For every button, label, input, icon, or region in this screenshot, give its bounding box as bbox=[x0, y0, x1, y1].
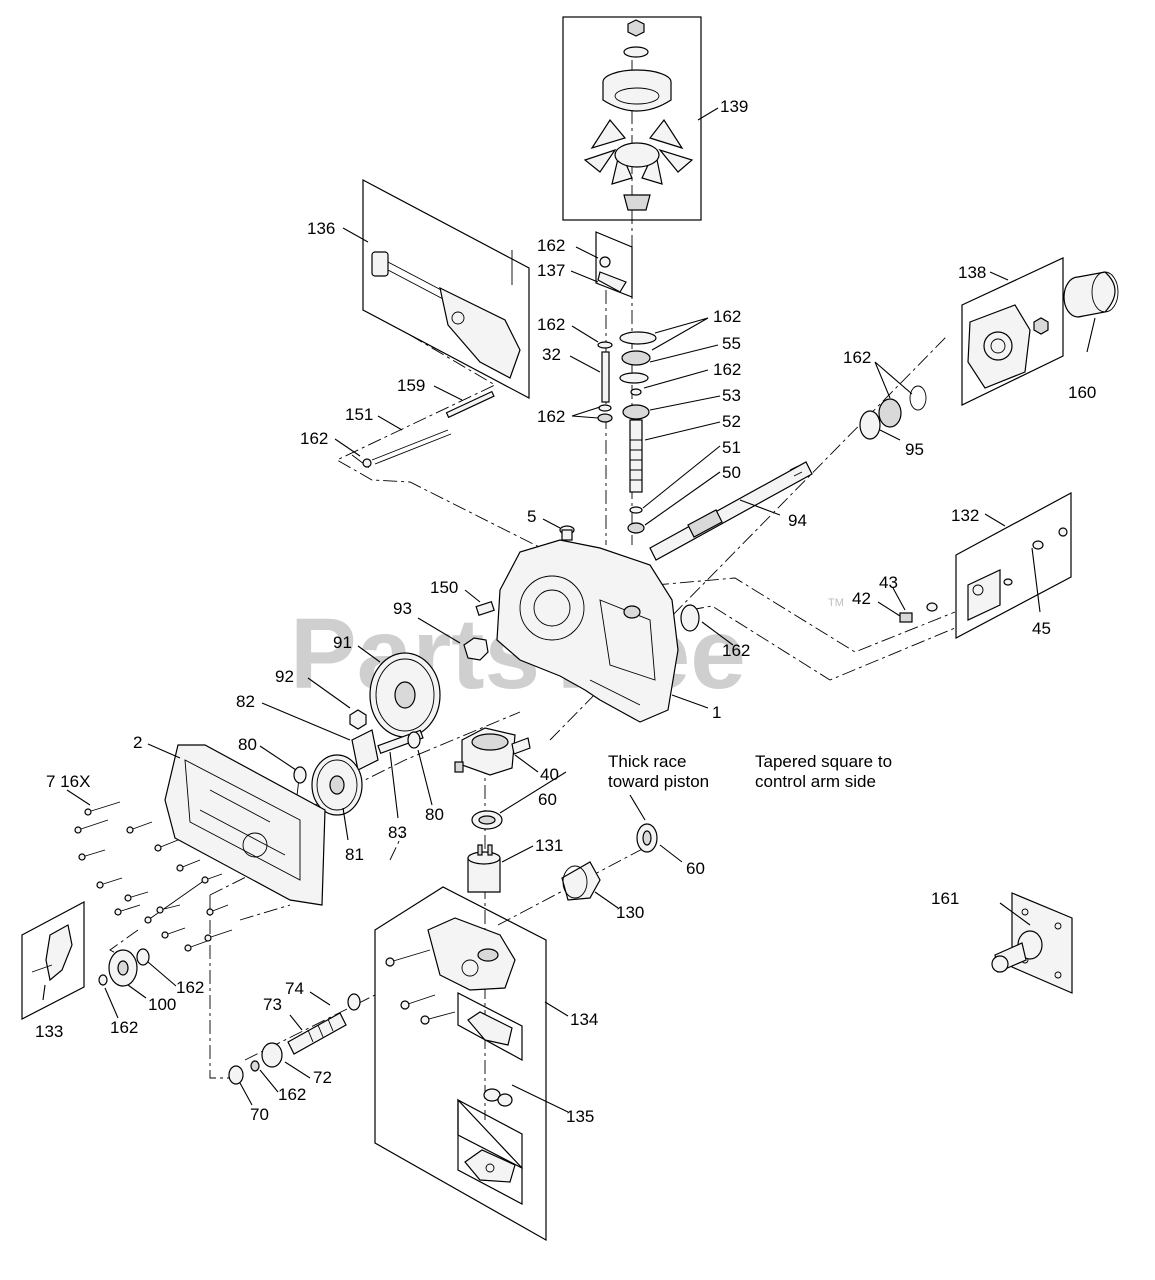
inset-box-133 bbox=[21, 901, 85, 1020]
callout-161: 161 bbox=[931, 889, 959, 908]
note-thick-race-line2: toward piston bbox=[608, 772, 709, 791]
callout-162: 162 bbox=[537, 236, 565, 255]
callout-162: 162 bbox=[278, 1085, 306, 1104]
bolts-16x bbox=[74, 801, 233, 952]
callout-52: 52 bbox=[722, 412, 741, 431]
callout-134: 134 bbox=[570, 1010, 598, 1029]
callout-139: 139 bbox=[720, 97, 748, 116]
note-tapered-line1: Tapered square to bbox=[755, 752, 892, 771]
inset-box-138 bbox=[961, 257, 1064, 406]
brake-arm bbox=[31, 924, 73, 982]
clip-part bbox=[597, 256, 627, 293]
callout-160: 160 bbox=[1068, 383, 1096, 402]
callout-162: 162 bbox=[110, 1018, 138, 1037]
callout-80: 80 bbox=[238, 735, 257, 754]
motor-shaft bbox=[228, 993, 361, 1085]
note-tapered-line2: control arm side bbox=[755, 772, 876, 791]
callout-162: 162 bbox=[843, 348, 871, 367]
pump-components bbox=[467, 810, 658, 901]
callout-73: 73 bbox=[263, 995, 282, 1014]
callout-labels: 139 136 162 137 162 32 162 55 162 53 162… bbox=[35, 97, 1096, 1126]
callout-55: 55 bbox=[722, 334, 741, 353]
small-gear-100 bbox=[98, 948, 150, 987]
hub-bracket-161 bbox=[991, 892, 1073, 994]
callout-50: 50 bbox=[722, 463, 741, 482]
callout-40: 40 bbox=[540, 765, 559, 784]
axle-bearings bbox=[859, 385, 927, 440]
control-bracket bbox=[899, 527, 1068, 623]
callout-131: 131 bbox=[535, 836, 563, 855]
callout-162: 162 bbox=[713, 307, 741, 326]
callout-136: 136 bbox=[307, 219, 335, 238]
inset-box-135a bbox=[457, 992, 523, 1062]
hub-assembly bbox=[967, 271, 1119, 389]
callout-51: 51 bbox=[722, 438, 741, 457]
inset-box-135c bbox=[457, 1098, 523, 1205]
callout-1: 1 bbox=[712, 703, 721, 722]
callout-2: 2 bbox=[133, 733, 142, 752]
watermark-trademark: TM bbox=[828, 597, 844, 609]
callout-72: 72 bbox=[313, 1068, 332, 1087]
callout-80: 80 bbox=[425, 805, 444, 824]
callout-81: 81 bbox=[345, 845, 364, 864]
note-thick-race-line1: Thick race bbox=[608, 752, 686, 771]
rods bbox=[362, 390, 495, 468]
callout-162: 162 bbox=[176, 978, 204, 997]
inset-box-136 bbox=[362, 179, 530, 399]
callout-162: 162 bbox=[722, 641, 750, 660]
callout-74: 74 bbox=[285, 979, 304, 998]
callout-5: 5 bbox=[527, 507, 536, 526]
callout-162: 162 bbox=[713, 360, 741, 379]
callout-159: 159 bbox=[397, 376, 425, 395]
motor-housing bbox=[385, 917, 516, 1025]
callout-132: 132 bbox=[951, 506, 979, 525]
callout-60: 60 bbox=[538, 790, 557, 809]
callout-162: 162 bbox=[537, 315, 565, 334]
shaft-stack bbox=[597, 331, 657, 534]
inset-box-134 bbox=[374, 886, 547, 1242]
gear-train-lower bbox=[293, 729, 424, 816]
callout-43: 43 bbox=[879, 573, 898, 592]
callout-162: 162 bbox=[537, 407, 565, 426]
callout-162: 162 bbox=[300, 429, 328, 448]
axle-shaft bbox=[649, 461, 813, 561]
transaxle-housing bbox=[496, 539, 679, 723]
callout-91: 91 bbox=[333, 633, 352, 652]
callout-83: 83 bbox=[388, 823, 407, 842]
callout-92: 92 bbox=[275, 667, 294, 686]
callout-42: 42 bbox=[852, 589, 871, 608]
inset-box-132 bbox=[955, 491, 1072, 639]
callout-93: 93 bbox=[393, 599, 412, 618]
control-arm-assembly bbox=[371, 250, 521, 379]
callout-60: 60 bbox=[686, 859, 705, 878]
callout-100: 100 bbox=[148, 995, 176, 1014]
pulley-fan-assembly bbox=[583, 19, 694, 211]
callout-53: 53 bbox=[722, 386, 741, 405]
callout-133: 133 bbox=[35, 1022, 63, 1041]
callout-130: 130 bbox=[616, 903, 644, 922]
seal-162 bbox=[680, 604, 700, 632]
diagram-notes: Thick race toward piston Tapered square … bbox=[608, 752, 892, 791]
callout-82: 82 bbox=[236, 692, 255, 711]
callout-135: 135 bbox=[566, 1107, 594, 1126]
callout-70: 70 bbox=[250, 1105, 269, 1124]
leader-lines bbox=[42, 107, 1096, 1113]
callout-45: 45 bbox=[1032, 619, 1051, 638]
callout-32: 32 bbox=[542, 345, 561, 364]
callout-7-16x: 7 16X bbox=[46, 772, 90, 791]
small-fittings bbox=[475, 525, 575, 616]
callout-94: 94 bbox=[788, 511, 807, 530]
callout-137: 137 bbox=[537, 261, 565, 280]
callout-95: 95 bbox=[905, 440, 924, 459]
callout-150: 150 bbox=[430, 578, 458, 597]
valve-plates bbox=[464, 1011, 516, 1183]
callout-138: 138 bbox=[958, 263, 986, 282]
side-cover-plate bbox=[164, 744, 326, 906]
trunnion-block bbox=[454, 727, 531, 776]
callout-151: 151 bbox=[345, 405, 373, 424]
